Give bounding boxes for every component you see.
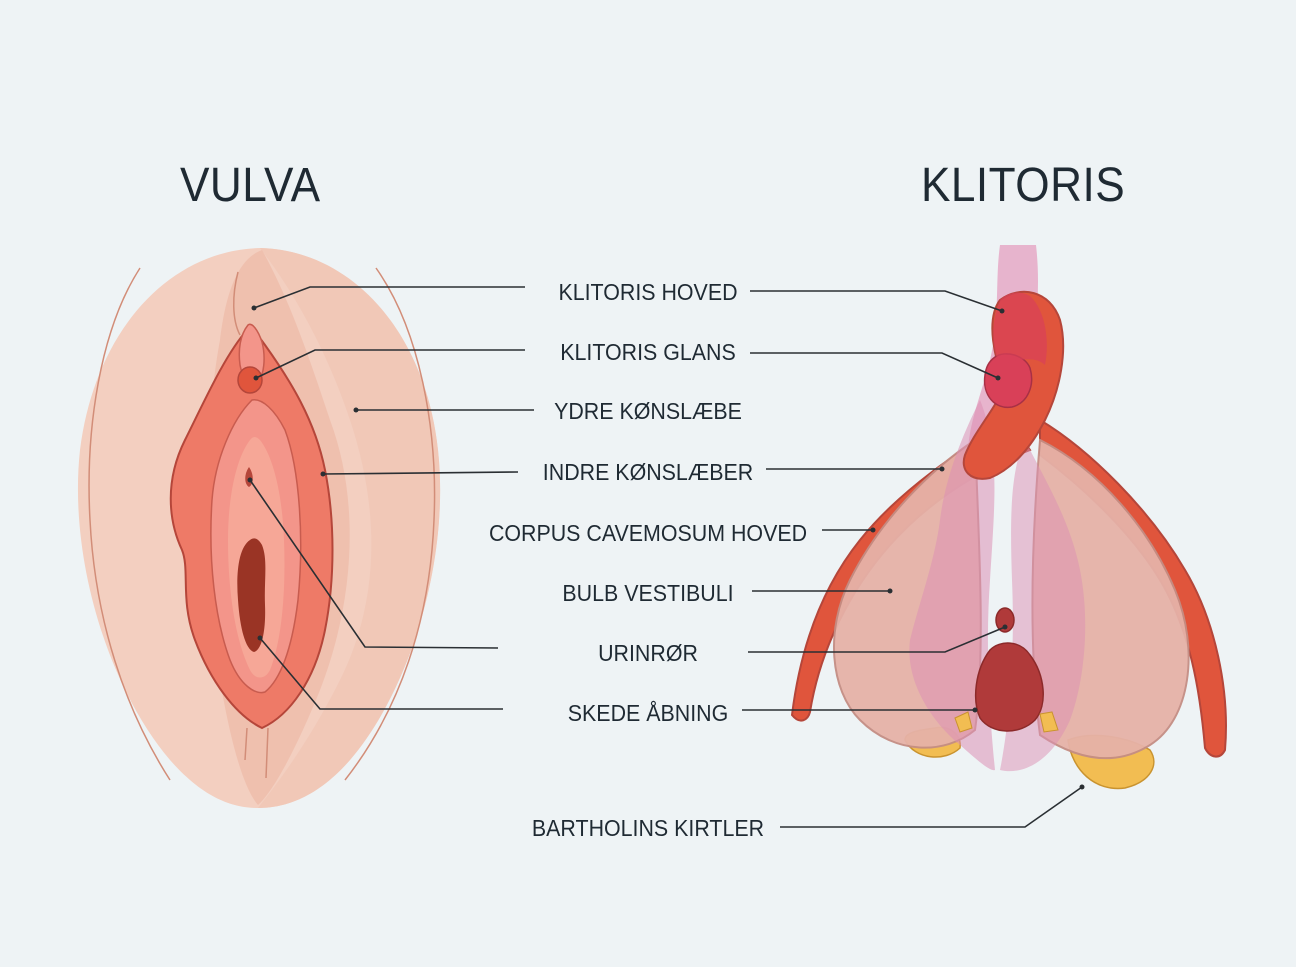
leader-klitoris-hoved-left xyxy=(253,286,525,309)
leader-klitoris-glans-left xyxy=(255,349,525,379)
perineum-line xyxy=(244,727,269,779)
leader-skede-abning-left xyxy=(259,637,503,710)
title-vulva: VULVA xyxy=(180,159,321,212)
leader-urinror-left xyxy=(249,479,499,649)
label-skede-abning: SKEDE ÅBNING xyxy=(567,700,729,726)
leader-urinror-right xyxy=(748,626,1006,653)
title-klitoris: KLITORIS xyxy=(921,159,1126,212)
vulva-illustration xyxy=(77,248,441,808)
bartholin-duct-left xyxy=(954,711,973,733)
label-ydre-konslaebe: YDRE KØNSLÆBE xyxy=(554,398,742,424)
leader-klitoris-glans-right xyxy=(750,352,999,379)
vaginal-opening-clitoris xyxy=(974,642,1044,732)
label-bulb-vestibuli: BULB VESTIBULI xyxy=(562,580,734,606)
leader-lines xyxy=(249,286,1083,828)
clitoris-glans-dot xyxy=(237,366,263,394)
label-indre-konslaeber: INDRE KØNSLÆBER xyxy=(542,459,754,485)
bartholin-duct-right xyxy=(1039,711,1059,733)
leader-dots xyxy=(247,305,1085,790)
mons-line xyxy=(232,271,241,336)
label-urinror: URINRØR xyxy=(598,640,698,666)
clitoris-hood-highlight xyxy=(993,292,1047,365)
vulva-skin-shade xyxy=(258,248,441,808)
label-klitoris-hoved: KLITORIS HOVED xyxy=(558,279,738,305)
thigh-crease-left xyxy=(88,267,171,781)
label-klitoris-glans: KLITORIS GLANS xyxy=(560,339,736,365)
leader-indre-konslaeber-left xyxy=(322,471,519,475)
clitoris-illustration xyxy=(790,245,1227,790)
urethra-opening xyxy=(995,607,1015,633)
pink-overlay-left xyxy=(909,400,995,771)
leader-bartholins-right xyxy=(780,786,1083,828)
vaginal-opening xyxy=(237,538,266,652)
clitoris-glans xyxy=(983,353,1033,409)
leader-klitoris-hoved-right xyxy=(750,290,1003,312)
label-bartholins-kirtler: BARTHOLINS KIRTLER xyxy=(531,815,765,841)
label-corpus-cavemosum-hoved: CORPUS CAVEMOSUM HOVED xyxy=(488,520,808,546)
